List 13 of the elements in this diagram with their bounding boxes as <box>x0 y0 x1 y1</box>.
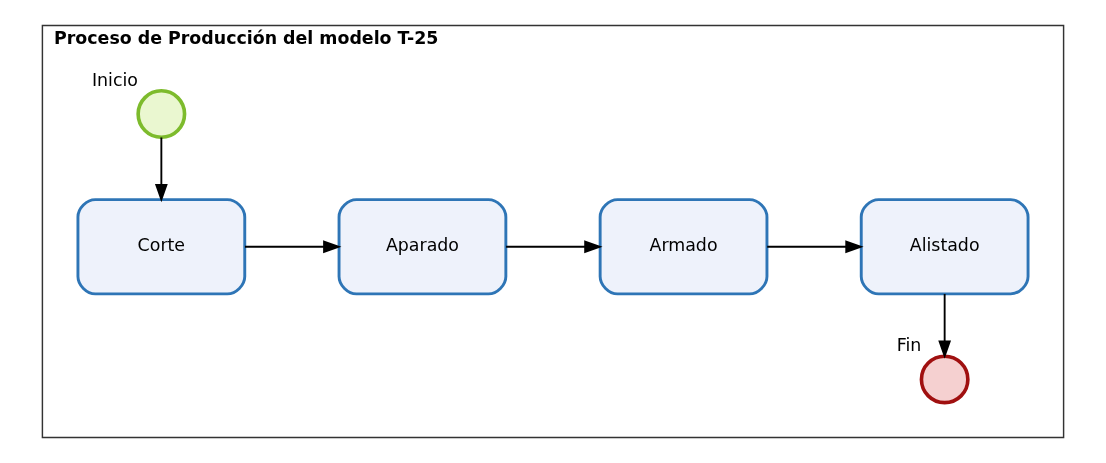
node-label: Fin <box>896 335 922 356</box>
arrow <box>766 240 864 254</box>
node-box: Alistado <box>859 198 1030 296</box>
node-box: Corte <box>76 198 247 296</box>
node-circle <box>919 354 970 405</box>
node-box: Armado <box>598 198 769 296</box>
arrow <box>154 136 168 203</box>
arrow <box>244 240 342 254</box>
node-circle <box>136 89 187 140</box>
node-box: Aparado <box>337 198 508 296</box>
arrow <box>505 240 603 254</box>
node-label: Inicio <box>91 69 138 90</box>
arrow <box>938 293 952 359</box>
